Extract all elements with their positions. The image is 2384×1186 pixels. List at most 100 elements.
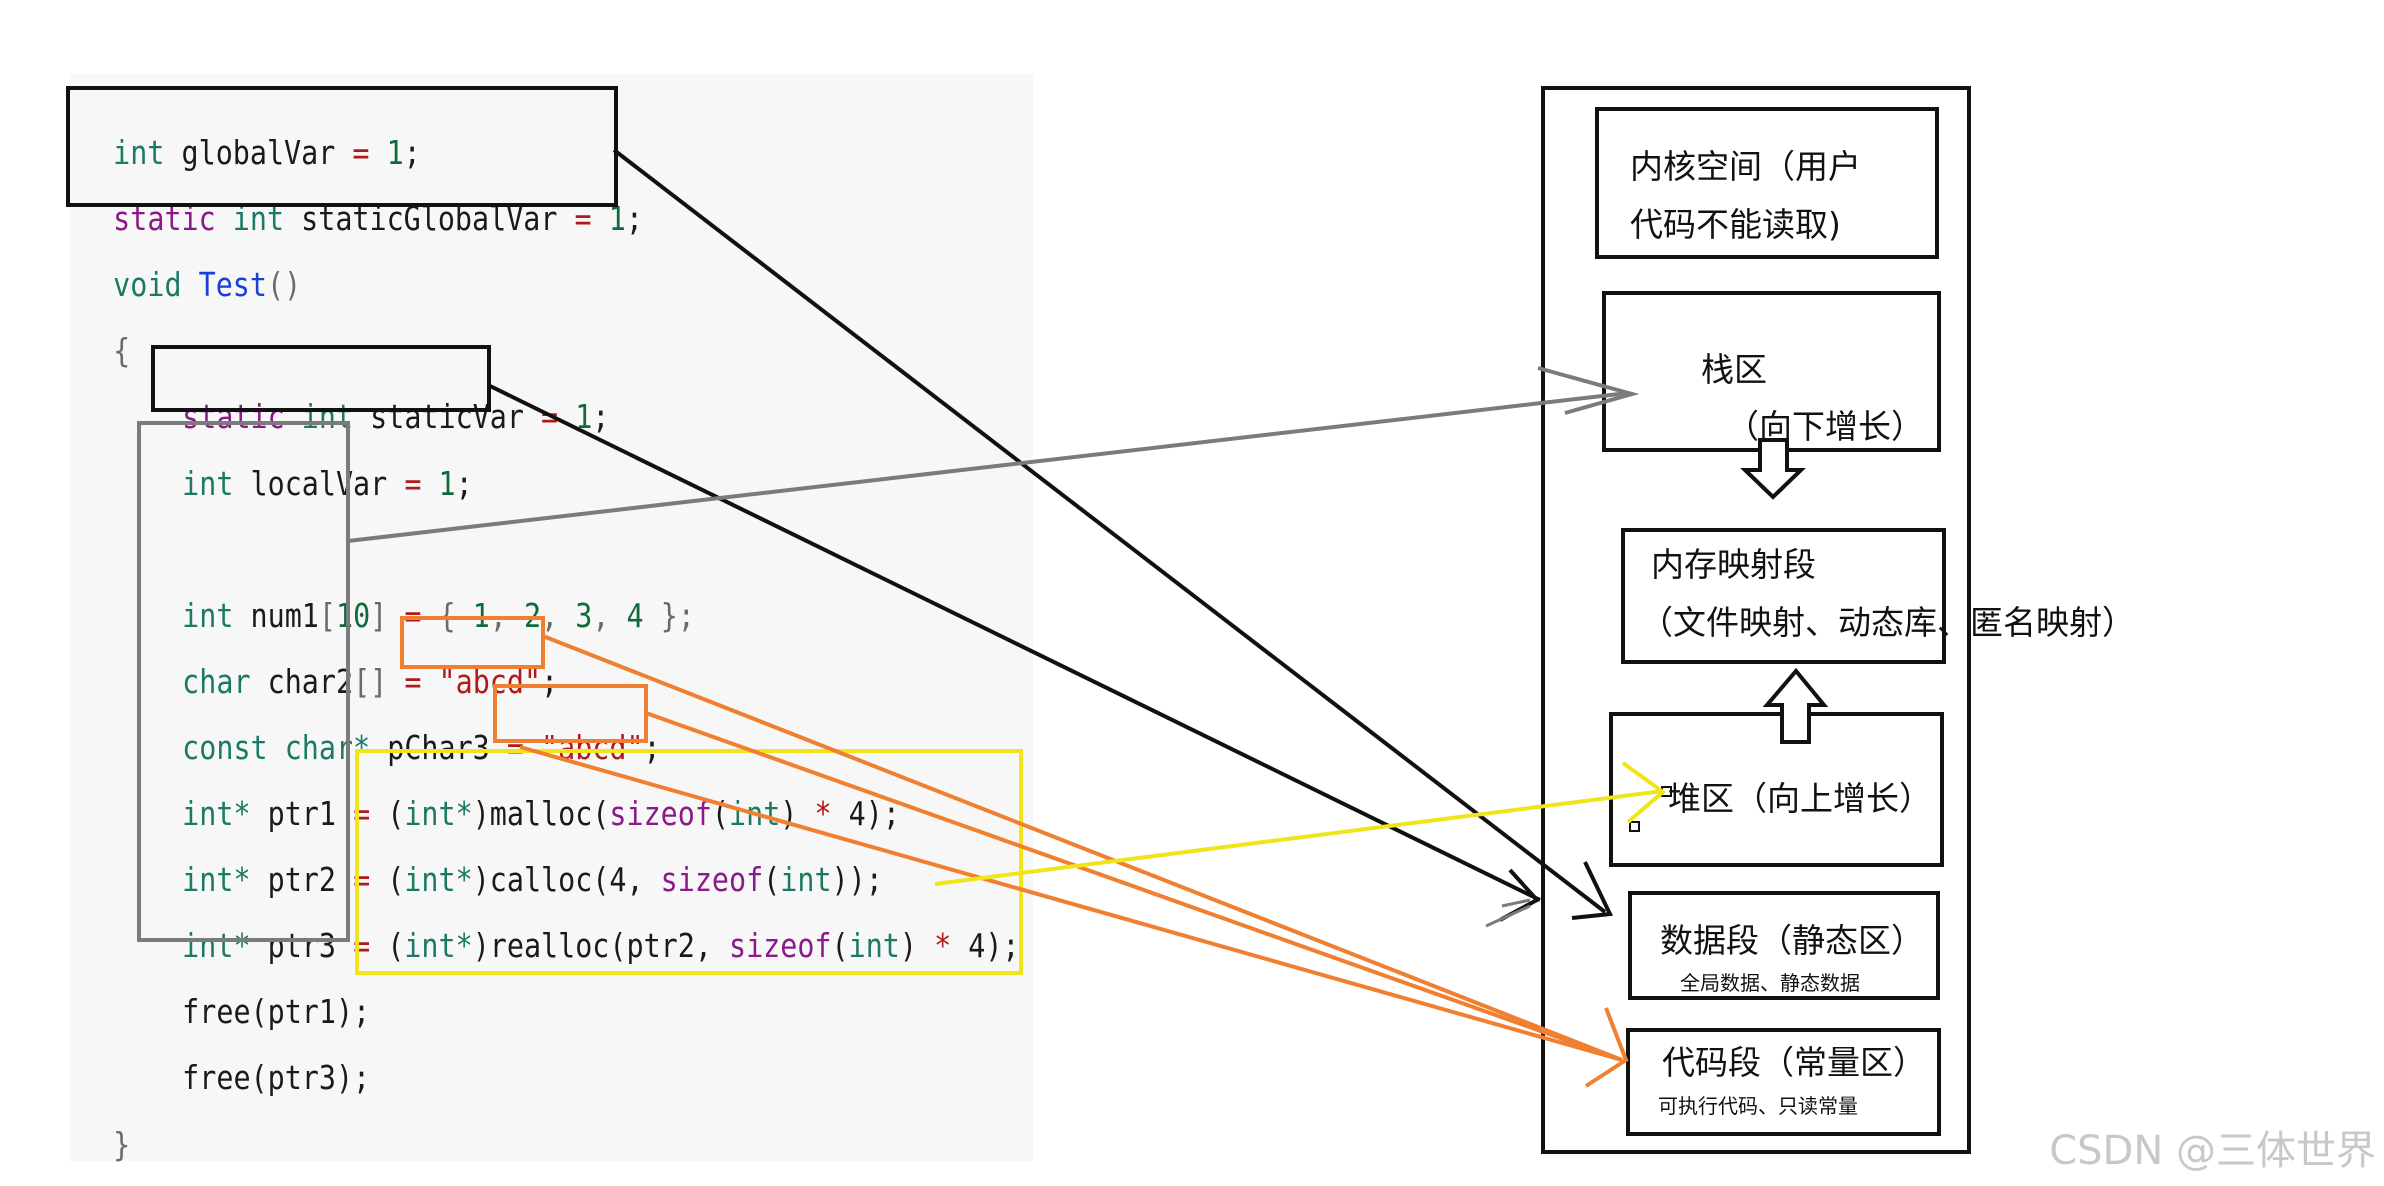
code-token: , [541, 596, 576, 635]
watermark: CSDN @三体世界 [2049, 1128, 2376, 1174]
code-token: = [404, 464, 422, 503]
kernel-space-note: 代码不能读取) [1630, 205, 1841, 244]
code-token: ; [541, 662, 559, 701]
stack-grows-down-arrow [1740, 438, 1806, 500]
code-token: )); [831, 860, 883, 899]
code-token: = [506, 728, 524, 767]
code-token: staticVar [353, 397, 542, 436]
code-token: globalVar [164, 133, 353, 172]
mmap-segment-label: 内存映射段 [1651, 545, 1816, 584]
code-token: 1 [438, 464, 456, 503]
code-token: sizeof [660, 860, 764, 899]
code-token: )malloc( [472, 794, 610, 833]
code-token: 4); [951, 926, 1020, 965]
code-panel [70, 74, 1033, 1161]
code-token: 1 [608, 199, 626, 238]
code-token: Test [198, 265, 267, 304]
code-line-12: int* ptr3 = (int*)realloc(ptr2, sizeof(i… [148, 886, 1020, 966]
code-token: 1 [386, 133, 404, 172]
code-token: * [934, 926, 952, 965]
code-segment-note: 可执行代码、只读常量 [1658, 1094, 1858, 1118]
code-token: localVar [233, 464, 405, 503]
string-to-code-arrow [519, 745, 1623, 1062]
code-line-8: char char2[] = "abcd"; [148, 622, 558, 702]
code-token: ] [370, 596, 388, 635]
local-vars-highlight [137, 421, 350, 942]
string-to-code-arrowhead [1584, 1007, 1629, 1088]
code-line-13: free(ptr1); [148, 952, 370, 1032]
code-token: "abcd" [541, 728, 644, 767]
locals-to-stack-arrowhead [1537, 366, 1640, 415]
heap-label: 堆区（向上增长） [1668, 779, 1932, 818]
code-token: = [574, 199, 592, 238]
mmap-segment-note: （文件映射、动态库、匿名映射） [1640, 603, 2135, 642]
code-token: 3 [575, 596, 593, 635]
code-token: [] [353, 662, 388, 701]
heap-box [1609, 712, 1944, 867]
code-token: [ [318, 596, 336, 635]
code-token: { [421, 596, 473, 635]
code-token: char2 [250, 662, 354, 701]
code-token: char [182, 662, 251, 701]
kernel-space-label: 内核空间（用户 [1630, 147, 1861, 186]
code-token: ) [899, 926, 935, 965]
code-token: }; [643, 596, 695, 635]
kernel-space-box [1595, 107, 1939, 259]
code-token: } [113, 1125, 131, 1164]
code-token: ( [370, 926, 405, 965]
code-token: pChar3 [370, 728, 507, 767]
data-segment-note: 全局数据、静态数据 [1680, 971, 1860, 995]
heap-allocs-to-heap-arrow [934, 789, 1664, 886]
code-token: int [182, 596, 234, 635]
code-segment-box [1626, 1028, 1941, 1136]
code-token: int [301, 397, 354, 436]
code-line-11: int* ptr2 = (int*)calloc(4, sizeof(int))… [148, 820, 883, 900]
code-token: * [814, 794, 832, 833]
code-token: )calloc(4, [472, 860, 661, 899]
code-token: ( [763, 860, 781, 899]
code-line-15: } [79, 1085, 130, 1165]
static-var-highlight [151, 345, 491, 412]
code-token: = [404, 662, 422, 701]
global-to-data-arrow [612, 148, 1607, 914]
code-token: ; [455, 464, 473, 503]
code-line-7: int num1[10] = { 1, 2, 3, 4 }; [148, 556, 695, 636]
heap-alloc-highlight [355, 749, 1023, 975]
code-line-5: static int staticVar = 1; [148, 357, 609, 437]
mmap-segment-box [1621, 528, 1946, 664]
code-line-3: void Test() [79, 225, 301, 305]
code-token: ( [370, 794, 405, 833]
code-token: () [266, 265, 302, 304]
code-token: 1 [472, 596, 490, 635]
const-string-to-code-arrow [645, 711, 1623, 1062]
code-token: ( [831, 926, 849, 965]
code-token: void [113, 265, 182, 304]
code-token: ptr2 [250, 860, 354, 899]
const-string-highlight [493, 684, 648, 743]
code-line-6: int localVar = 1; [148, 424, 473, 504]
code-token: 10 [335, 596, 371, 635]
data-arrow-stroke [1485, 904, 1531, 928]
stack-label: 栈区 [1701, 350, 1767, 389]
code-token: , [592, 596, 627, 635]
code-token: ; [625, 199, 643, 238]
code-token: free [182, 1058, 251, 1097]
code-token: ptr1 [250, 794, 354, 833]
code-line-1: int globalVar = 1; [79, 93, 421, 173]
code-token: { [113, 331, 131, 370]
data-segment-box [1628, 891, 1940, 1000]
char-array-string-highlight [400, 616, 545, 669]
code-token: int* [182, 926, 251, 965]
code-token: int [780, 860, 832, 899]
code-token: int* [182, 860, 251, 899]
code-token: free [182, 992, 251, 1031]
code-token: int* [404, 860, 473, 899]
code-token: int [113, 133, 165, 172]
code-token: (ptr3); [250, 1058, 371, 1097]
code-token: int* [182, 794, 251, 833]
code-token: int [848, 926, 900, 965]
char-array-to-code-arrow [542, 634, 1623, 1062]
heap-allocs-to-heap-arrowhead [1621, 761, 1667, 824]
code-token: , [489, 596, 524, 635]
code-token: 1 [575, 397, 593, 436]
